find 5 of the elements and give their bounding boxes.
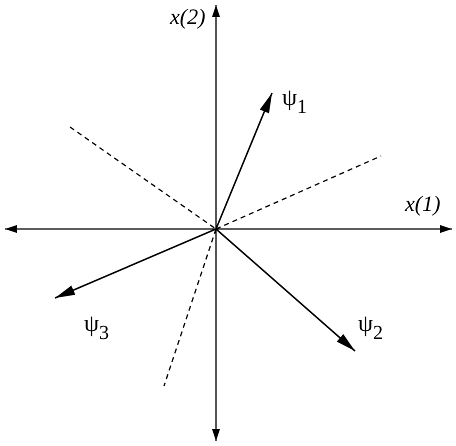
vector-label: ψ$_{2}$ [358,312,384,343]
axis-label: x(1) [405,193,440,215]
axis-label: x(2) [170,6,206,28]
vector-label: ψ$_{3}$ [84,312,110,343]
vector-label: ψ$_{1}$ [282,86,308,117]
